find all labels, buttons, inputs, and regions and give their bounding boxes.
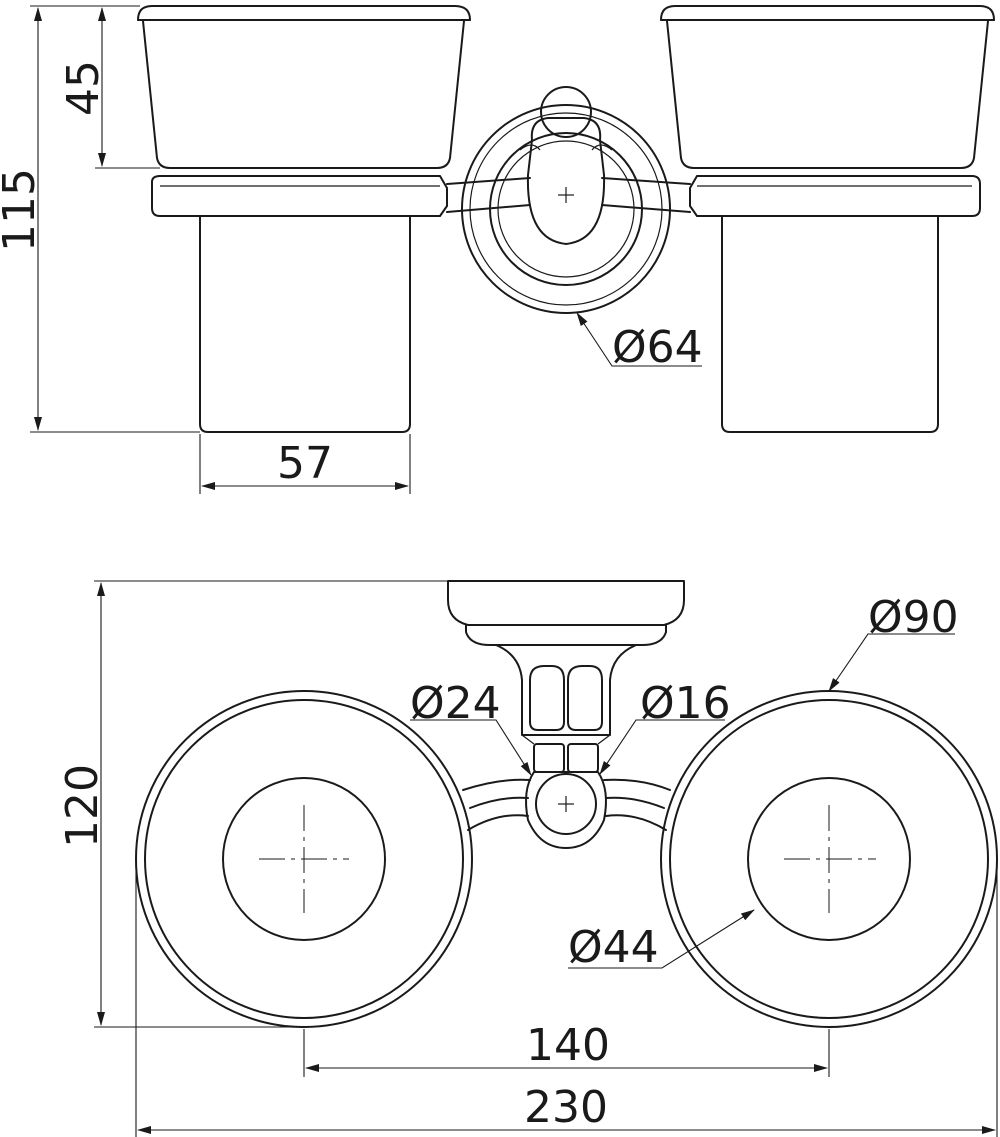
dim-o44-label: Ø44 — [568, 922, 659, 973]
wall-mount-front — [446, 86, 691, 314]
dim-57-label: 57 — [277, 438, 333, 489]
dim-cup-height: 45 — [58, 5, 160, 169]
dim-o24-label: Ø24 — [410, 678, 501, 729]
front-view: 45 115 Ø64 57 — [0, 5, 995, 494]
dim-45-label: 45 — [58, 60, 109, 116]
dim-glass-width: 57 — [199, 434, 411, 494]
dim-o16-label: Ø16 — [640, 678, 731, 729]
dim-115-label: 115 — [0, 168, 45, 252]
wall-plate-top — [447, 580, 685, 773]
dim-arm-diameter-a: Ø24 — [410, 678, 532, 776]
dim-140-label: 140 — [526, 1020, 610, 1071]
dim-arm-diameter-b: Ø16 — [599, 678, 731, 775]
dim-total-height: 115 — [0, 5, 200, 433]
dim-230-label: 230 — [524, 1082, 608, 1133]
dim-inner-diameter: Ø44 — [568, 909, 755, 973]
dim-o64-label: Ø64 — [612, 322, 703, 373]
dim-o90-label: Ø90 — [868, 592, 959, 643]
top-view: Ø90 Ø24 Ø16 Ø44 120 140 — [57, 580, 998, 1137]
dim-mount-diameter: Ø64 — [576, 312, 703, 373]
left-cup-front — [137, 5, 471, 433]
left-ring-top — [135, 690, 473, 1028]
right-ring-top — [660, 690, 998, 1028]
dim-total-width: 230 — [135, 859, 998, 1137]
dim-120-label: 120 — [57, 764, 108, 848]
dim-center-distance: 140 — [303, 1020, 830, 1077]
arms-top — [462, 771, 671, 849]
dim-depth: 120 — [57, 580, 448, 1028]
right-cup-front — [660, 5, 995, 433]
dim-ring-diameter: Ø90 — [828, 592, 959, 692]
